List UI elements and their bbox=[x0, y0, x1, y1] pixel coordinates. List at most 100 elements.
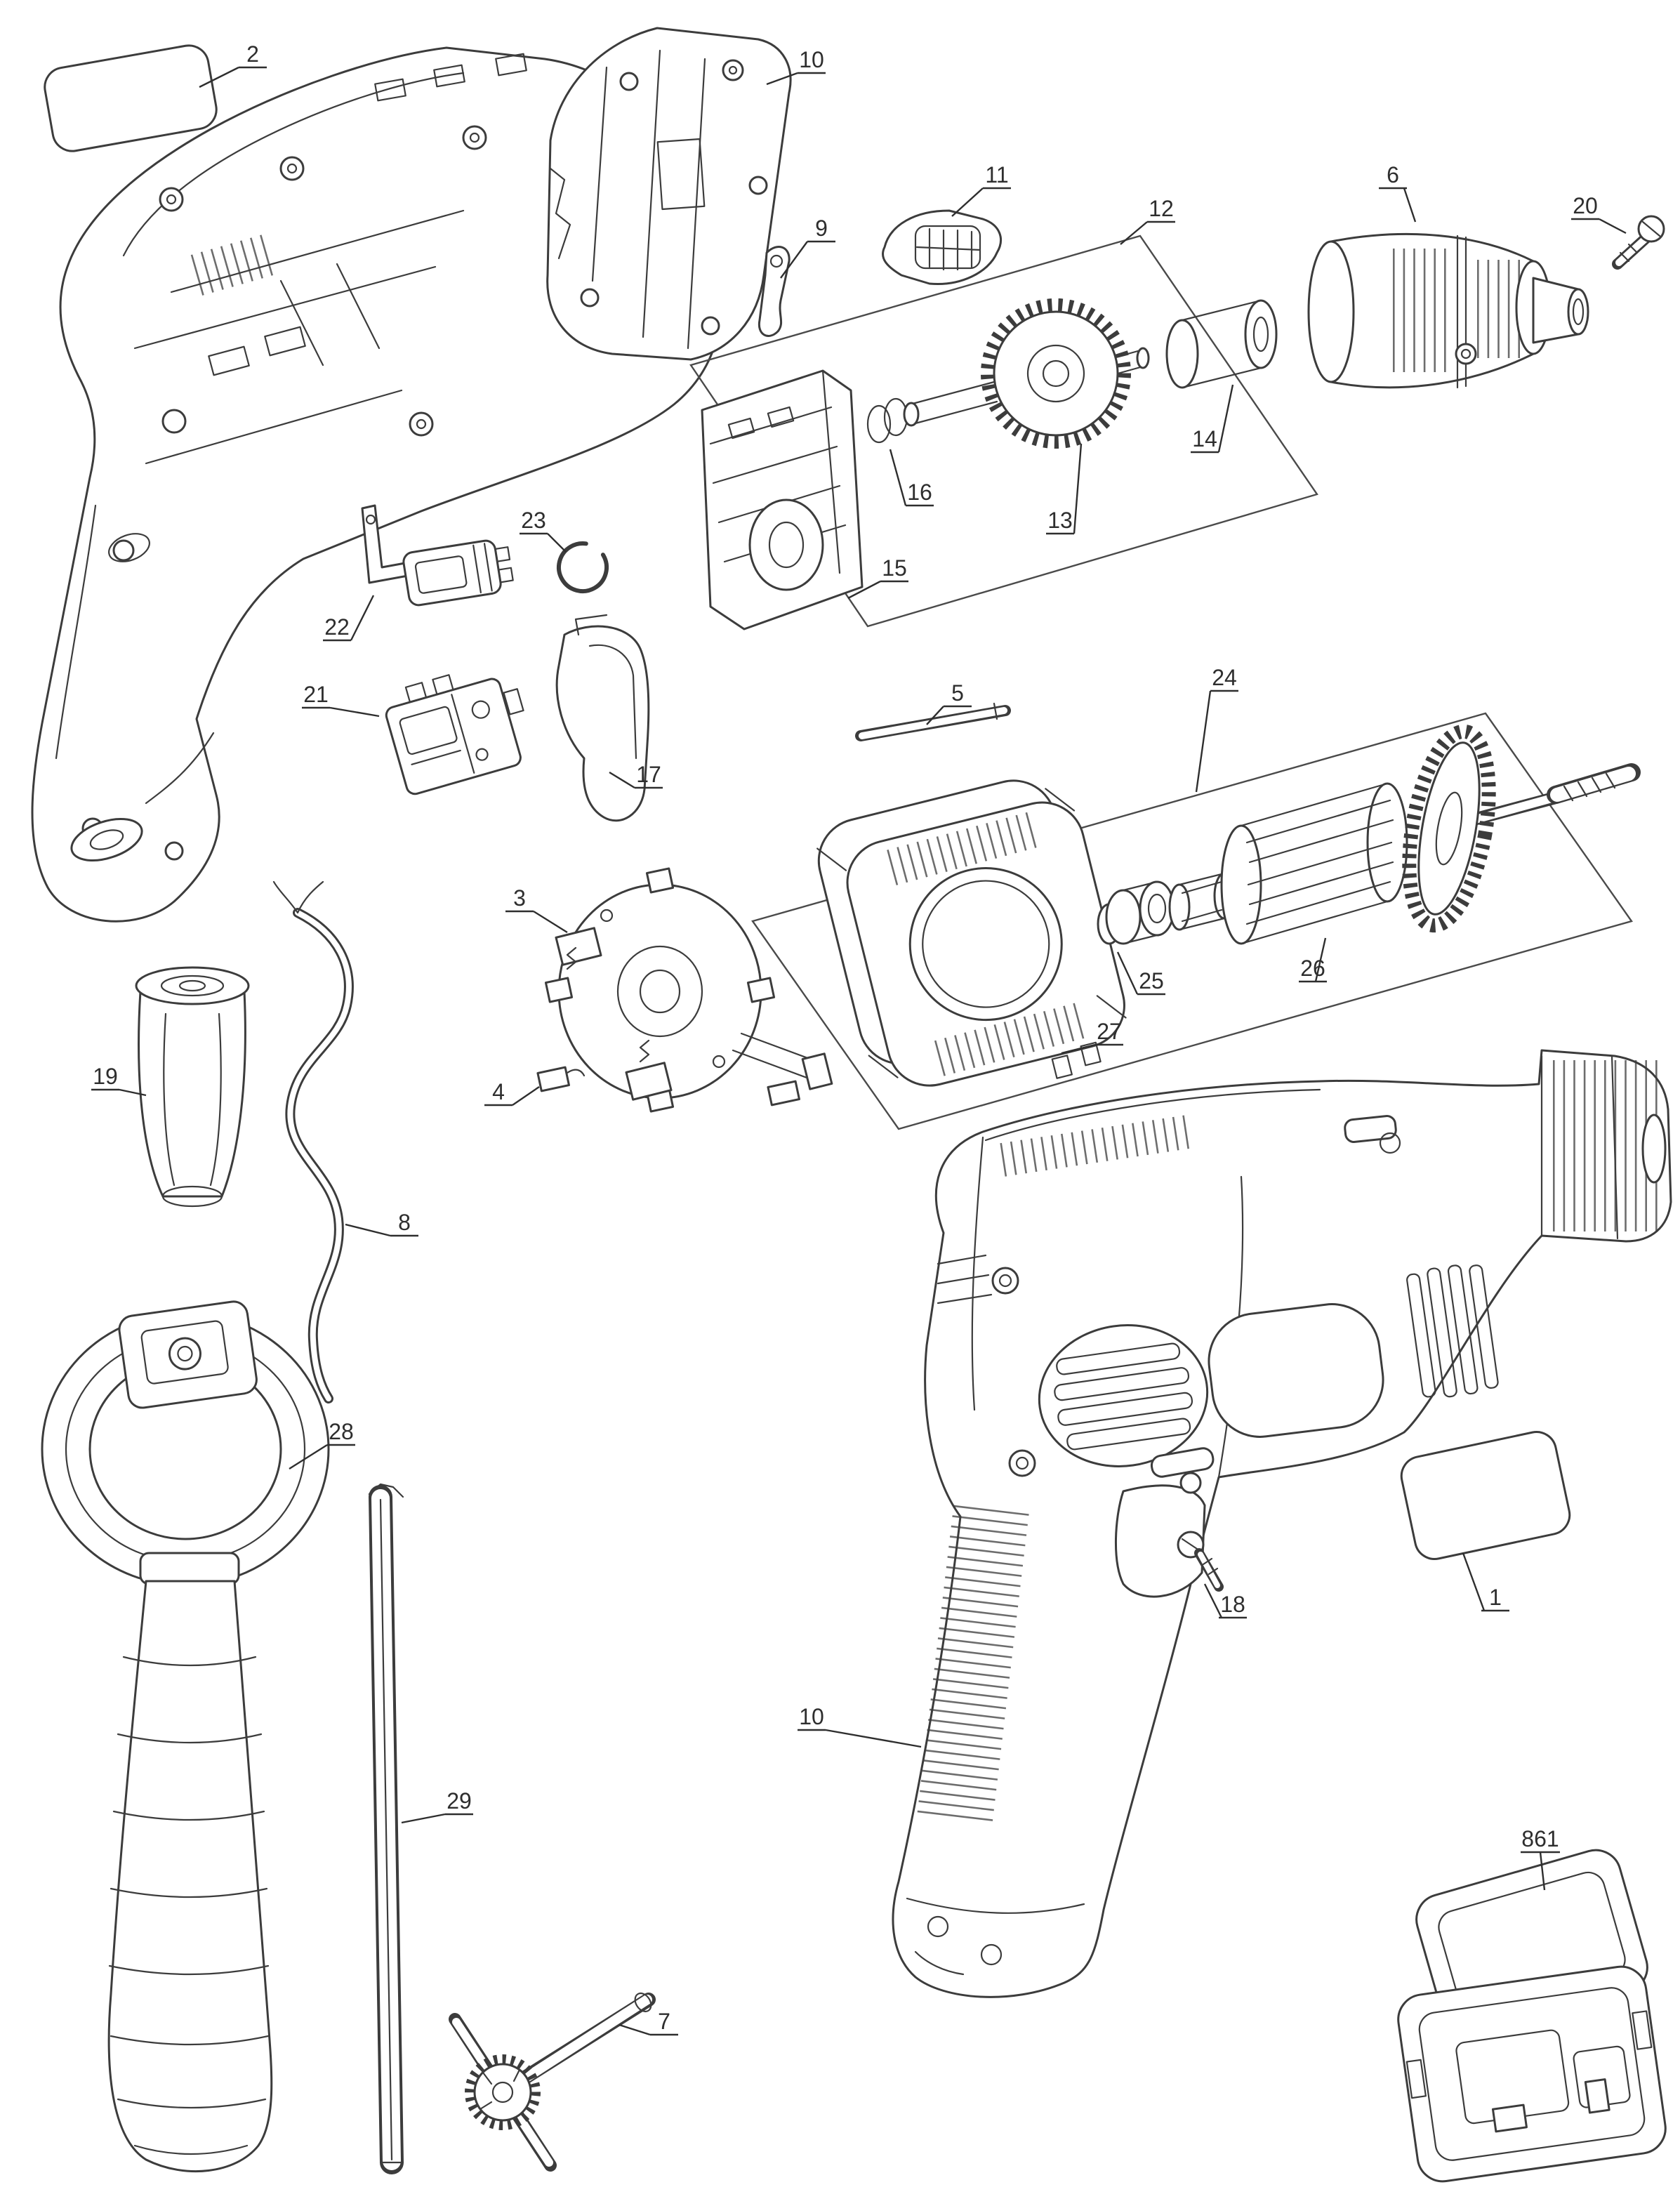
callout-4: 4 bbox=[484, 1079, 540, 1107]
callout-10: 10 bbox=[766, 47, 826, 86]
callout-21: 21 bbox=[302, 682, 380, 718]
callout-leader-line bbox=[780, 241, 808, 279]
callout-number: 13 bbox=[1047, 508, 1073, 533]
callout-leader-line bbox=[926, 706, 944, 725]
callout-28: 28 bbox=[289, 1419, 355, 1470]
callout-leader-line bbox=[1116, 951, 1139, 995]
callout-number: 18 bbox=[1220, 1592, 1245, 1617]
part-chuck bbox=[1307, 232, 1589, 389]
callout-18: 18 bbox=[1203, 1583, 1247, 1619]
callout-number: 29 bbox=[447, 1788, 472, 1814]
callout-number: 19 bbox=[93, 1064, 118, 1089]
part-spacer-sleeve bbox=[1165, 299, 1278, 389]
gear-assembly-group bbox=[689, 235, 1318, 630]
callout-29: 29 bbox=[401, 1788, 473, 1824]
callout-leader-line bbox=[512, 1086, 540, 1106]
callout-leader-line bbox=[401, 1813, 446, 1824]
drill-nameplate bbox=[1400, 1431, 1571, 1560]
assembled-drill bbox=[892, 1049, 1672, 1998]
callout-leader-line bbox=[766, 72, 798, 86]
callout-22: 22 bbox=[323, 595, 375, 642]
callout-number: 24 bbox=[1212, 665, 1237, 690]
part-side-handle-grip bbox=[135, 966, 250, 1208]
part-field-stator bbox=[816, 779, 1127, 1087]
callout-7: 7 bbox=[619, 2009, 678, 2036]
part-aux-handle bbox=[41, 1300, 330, 2172]
callout-27: 27 bbox=[1061, 1019, 1123, 1055]
callout-number: 4 bbox=[492, 1079, 505, 1104]
callout-leader-line bbox=[199, 66, 239, 88]
part-label-plate bbox=[44, 44, 218, 152]
callout-number: 861 bbox=[1521, 1826, 1559, 1851]
part-selector-slider bbox=[882, 209, 1002, 286]
callout-5: 5 bbox=[926, 680, 972, 725]
callout-leader-line bbox=[1539, 1851, 1546, 1891]
callout-number: 26 bbox=[1300, 956, 1325, 981]
callout-number: 8 bbox=[398, 1210, 411, 1235]
callout-number: 25 bbox=[1139, 968, 1164, 993]
callout-leader-line bbox=[350, 595, 375, 641]
callout-number: 23 bbox=[521, 508, 546, 533]
part-washer-set bbox=[866, 397, 908, 444]
part-kit-box bbox=[1397, 1849, 1667, 2183]
callout-861: 861 bbox=[1521, 1826, 1560, 1891]
callout-11: 11 bbox=[951, 162, 1011, 217]
part-armature bbox=[1168, 724, 1641, 945]
callout-10: 10 bbox=[798, 1704, 922, 1748]
callout-leader-line bbox=[825, 1729, 922, 1748]
part-lead-wire bbox=[272, 880, 354, 1403]
callout-number: 11 bbox=[985, 162, 1008, 187]
callout-19: 19 bbox=[91, 1064, 147, 1097]
callout-leader-line bbox=[619, 2023, 651, 2036]
callout-leader-line bbox=[1462, 1552, 1486, 1611]
part-depth-rod bbox=[368, 1483, 404, 2174]
callout-number: 15 bbox=[882, 555, 907, 581]
callout-number: 17 bbox=[636, 762, 661, 787]
callout-number: 3 bbox=[513, 885, 526, 911]
part-gearbox-bracket bbox=[701, 369, 864, 630]
part-pin bbox=[855, 702, 1011, 741]
callout-leader-line bbox=[847, 580, 881, 600]
part-chuck-key bbox=[449, 1992, 656, 2172]
callout-number: 22 bbox=[324, 614, 350, 640]
callout-number: 12 bbox=[1149, 196, 1174, 221]
part-trigger-housing bbox=[555, 614, 650, 822]
callout-leader-line bbox=[1314, 937, 1327, 982]
callout-6: 6 bbox=[1379, 162, 1417, 223]
callout-leader-line bbox=[1073, 443, 1083, 534]
part-retaining-ring bbox=[557, 541, 609, 593]
part-bearing-plate bbox=[544, 867, 833, 1113]
callout-15: 15 bbox=[847, 555, 908, 600]
callout-number: 10 bbox=[799, 47, 824, 72]
callout-number: 27 bbox=[1097, 1019, 1122, 1044]
callout-1: 1 bbox=[1462, 1552, 1509, 1612]
callout-leader-line bbox=[533, 910, 568, 934]
callout-16: 16 bbox=[889, 449, 934, 507]
part-chuck-screw bbox=[1612, 215, 1665, 270]
callout-leader-line bbox=[547, 533, 567, 553]
callout-leader-line bbox=[889, 449, 907, 506]
callout-leader-line bbox=[1203, 1583, 1223, 1618]
callout-leader-line bbox=[1195, 690, 1212, 793]
callout-leader-line bbox=[609, 771, 635, 789]
part-handle-screw bbox=[1177, 1531, 1224, 1592]
callout-14: 14 bbox=[1191, 384, 1234, 454]
callout-number: 16 bbox=[907, 480, 932, 505]
callout-number: 10 bbox=[799, 1704, 824, 1729]
part-housing-half-right bbox=[546, 27, 792, 361]
part-carbon-brush bbox=[536, 1066, 586, 1092]
callout-24: 24 bbox=[1195, 665, 1238, 793]
motor-assembly-group bbox=[751, 712, 1641, 1130]
callout-leader-line bbox=[289, 1444, 328, 1470]
callout-12: 12 bbox=[1120, 196, 1175, 245]
callout-26: 26 bbox=[1299, 937, 1327, 983]
callout-9: 9 bbox=[780, 216, 835, 279]
callout-leader-line bbox=[1061, 1043, 1096, 1055]
callout-number: 1 bbox=[1489, 1585, 1502, 1610]
callout-leader-line bbox=[119, 1088, 147, 1097]
drill-trigger bbox=[1115, 1484, 1206, 1598]
part-bearing bbox=[1097, 880, 1175, 945]
